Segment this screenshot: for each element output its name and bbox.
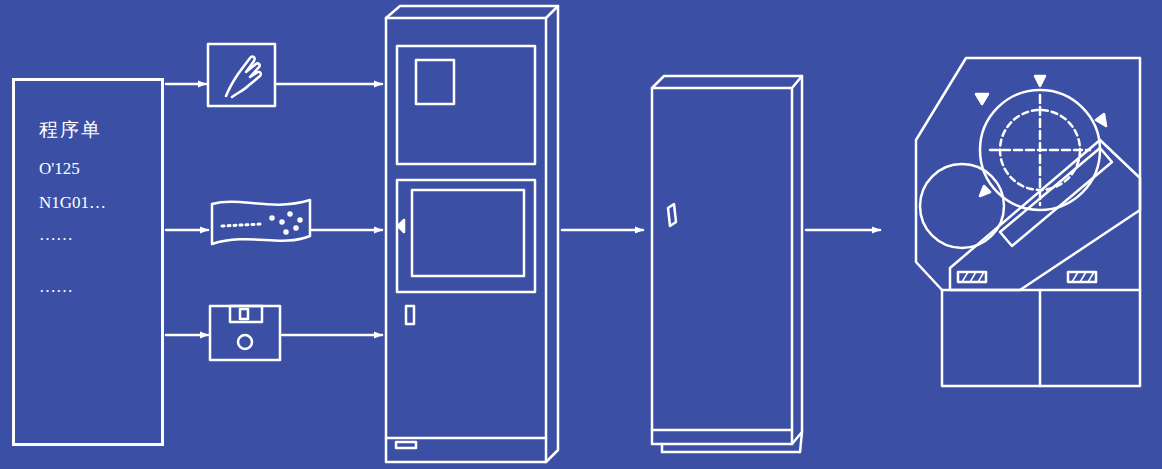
servo-drive-cabinet <box>652 429 792 432</box>
manual-input-icon <box>208 44 275 106</box>
flow-arrow <box>277 83 382 86</box>
cnc-cabinet <box>412 190 524 276</box>
cnc-cabinet <box>386 18 546 462</box>
cnc-lathe <box>962 272 1094 282</box>
flow-arrow <box>166 229 208 232</box>
cnc-cabinet <box>416 60 454 104</box>
cnc-cabinet <box>386 6 558 462</box>
flow-arrow <box>312 229 382 232</box>
servo-drive-cabinet <box>668 204 676 226</box>
servo-drive-cabinet <box>792 76 802 88</box>
cnc-lathe <box>920 164 1004 248</box>
flow-arrow <box>806 229 880 232</box>
sheet-title: 程序单 <box>39 117 151 143</box>
floppy-disk-icon <box>240 309 248 319</box>
cnc-cabinet <box>546 6 558 18</box>
floppy-disk-icon <box>238 335 252 349</box>
punched-tape-icon <box>271 217 274 220</box>
cnc-cabinet <box>386 6 558 462</box>
servo-drive-cabinet <box>652 76 802 452</box>
program-line: O'125 <box>39 159 151 179</box>
flow-arrow <box>282 334 382 337</box>
servo-drive-cabinet <box>652 76 802 444</box>
punched-tape-icon <box>212 200 310 244</box>
program-sheet: 程序单 O'125N1G01… …… …… <box>12 78 164 446</box>
punched-tape-icon <box>289 213 292 216</box>
manual-input-icon <box>226 57 261 97</box>
cnc-lathe <box>1039 95 1042 205</box>
flow-arrow <box>562 229 643 232</box>
floppy-disk-icon <box>210 306 280 360</box>
program-line: N1G01… <box>39 193 151 213</box>
servo-drive-cabinet <box>800 432 802 452</box>
servo-drive-cabinet <box>652 88 792 444</box>
floppy-disk-icon <box>230 306 262 322</box>
punched-tape-icon <box>281 221 284 224</box>
flow-arrow <box>166 84 880 335</box>
punched-tape-icon <box>212 200 310 244</box>
cnc-cabinet <box>406 306 414 324</box>
cnc-cabinet <box>397 46 535 164</box>
cnc-lathe <box>976 76 1106 196</box>
punched-tape-icon <box>299 219 302 222</box>
flow-arrow <box>166 334 208 337</box>
cnc-cabinet <box>397 180 535 292</box>
cnc-cabinet <box>396 442 416 448</box>
punched-tape-icon <box>295 227 298 230</box>
servo-drive-cabinet <box>662 451 800 454</box>
program-line: …… <box>39 225 151 245</box>
program-line: …… <box>39 277 151 297</box>
cnc-lathe <box>916 58 1140 386</box>
cnc-lathe <box>1000 148 1112 246</box>
cnc-lathe <box>1039 290 1042 386</box>
cnc-cabinet <box>386 437 546 440</box>
flow-arrow <box>166 83 206 86</box>
floppy-disk-icon <box>210 306 280 360</box>
cnc-lathe <box>950 140 1140 290</box>
punched-tape-icon <box>285 231 288 234</box>
punched-tape-icon <box>222 224 262 226</box>
cnc-cabinet <box>398 220 404 232</box>
manual-input-icon <box>208 44 275 106</box>
cnc-lathe <box>916 58 1140 386</box>
